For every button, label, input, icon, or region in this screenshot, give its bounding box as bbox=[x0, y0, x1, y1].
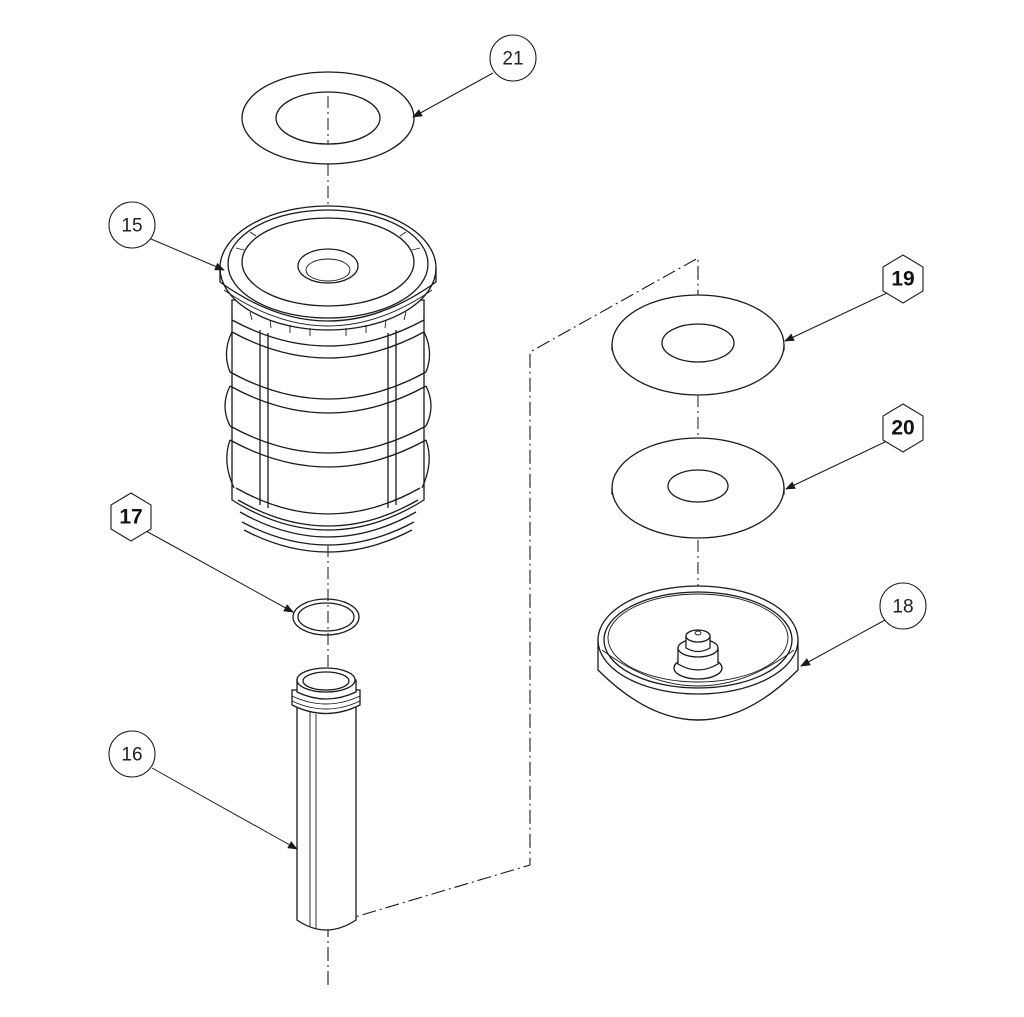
callout-15: 15 bbox=[108, 201, 156, 249]
part-21-gasket bbox=[241, 71, 415, 165]
assembly-phantom-line bbox=[327, 257, 699, 985]
callout-18-text: 18 bbox=[892, 597, 913, 618]
part-16-center-tube bbox=[291, 667, 361, 931]
part-18-cap bbox=[597, 585, 799, 721]
part-19-washer bbox=[611, 294, 785, 396]
callout-20: 20 bbox=[882, 403, 924, 453]
callout-17: 17 bbox=[110, 492, 152, 542]
part-15-filter-basket bbox=[219, 205, 437, 553]
callout-19-text: 19 bbox=[891, 268, 914, 291]
callout-18: 18 bbox=[879, 582, 927, 630]
callout-15-text: 15 bbox=[121, 216, 142, 237]
callout-17-text: 17 bbox=[119, 506, 142, 529]
callout-21-text: 21 bbox=[502, 49, 523, 70]
callout-19: 19 bbox=[882, 254, 924, 304]
callout-16-text: 16 bbox=[121, 745, 142, 766]
callout-16: 16 bbox=[108, 730, 156, 778]
part-20-washer bbox=[611, 437, 785, 539]
leader-lines bbox=[145, 72, 888, 850]
part-17-o-ring bbox=[292, 598, 360, 636]
callout-21: 21 bbox=[489, 34, 537, 82]
callout-20-text: 20 bbox=[891, 417, 914, 440]
